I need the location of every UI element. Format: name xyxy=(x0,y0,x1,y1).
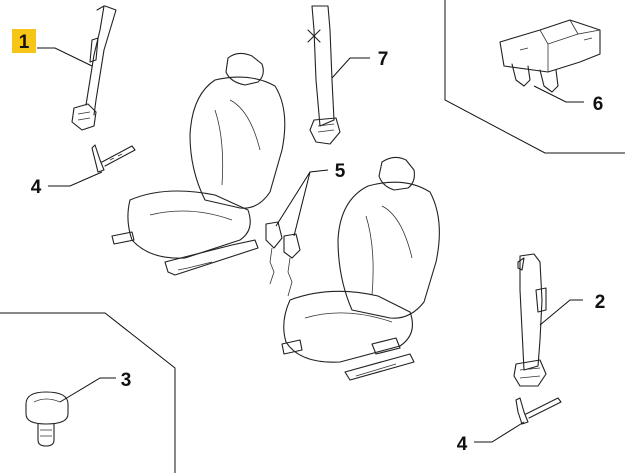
leader-5 xyxy=(275,169,329,237)
part-1-seatbelt-retractor[interactable] xyxy=(71,5,117,131)
front-seat-left xyxy=(111,52,286,276)
leader-3 xyxy=(59,377,116,403)
part-5-buckles[interactable] xyxy=(265,221,301,297)
leader-1 xyxy=(37,47,93,67)
callout-7[interactable]: 7 xyxy=(378,49,389,70)
callout-1[interactable]: 1 xyxy=(19,32,30,53)
callout-6[interactable]: 6 xyxy=(593,94,604,115)
callout-1-highlight xyxy=(12,29,36,53)
frame-bottom-left xyxy=(0,312,176,473)
part-2-seatbelt-retractor[interactable] xyxy=(513,253,547,387)
callout-4-lower[interactable]: 4 xyxy=(457,434,468,455)
leader-4b xyxy=(474,421,525,443)
callout-3[interactable]: 3 xyxy=(121,370,132,391)
callout-2[interactable]: 2 xyxy=(595,292,606,313)
part-7-seatbelt-center[interactable] xyxy=(307,5,341,145)
part-3-bolt[interactable] xyxy=(25,391,69,447)
leader-4a xyxy=(48,171,103,187)
callout-4-upper[interactable]: 4 xyxy=(31,177,42,198)
part-4-anchor-upper[interactable] xyxy=(91,144,136,173)
leader-7 xyxy=(331,57,370,79)
callouts: 1 2 3 4 4 5 6 7 xyxy=(12,29,605,455)
callout-5[interactable]: 5 xyxy=(335,161,346,182)
leader-2 xyxy=(539,299,583,326)
part-4-anchor-lower[interactable] xyxy=(515,397,562,425)
frame-top-right xyxy=(444,0,625,154)
part-6-bracket[interactable] xyxy=(499,19,601,93)
front-seat-right xyxy=(281,156,440,381)
leader-lines xyxy=(37,47,584,443)
leader-6 xyxy=(533,85,584,103)
